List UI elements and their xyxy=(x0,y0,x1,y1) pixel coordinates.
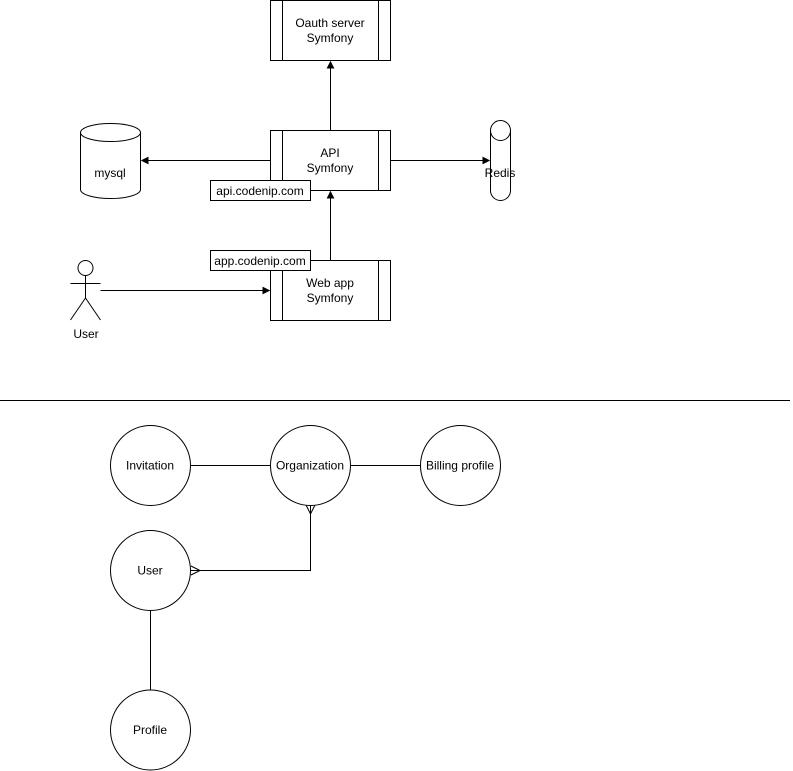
user-entity[interactable]: User xyxy=(110,530,191,611)
oauth-server-node[interactable]: Oauth server Symfony xyxy=(270,0,391,61)
oauth-server-framework: Symfony xyxy=(307,31,354,45)
user-actor-icon[interactable] xyxy=(70,260,101,321)
mysql-label: mysql xyxy=(94,166,125,180)
webapp-framework: Symfony xyxy=(307,291,354,305)
api-node[interactable]: API Symfony xyxy=(270,130,391,191)
mysql-database-icon[interactable]: mysql xyxy=(80,123,141,199)
webapp-domain-label: app.codenip.com xyxy=(210,250,311,271)
api-title: API xyxy=(320,146,339,160)
billing-profile-entity[interactable]: Billing profile xyxy=(420,425,501,506)
profile-entity[interactable]: Profile xyxy=(110,689,191,771)
organization-many-marker xyxy=(305,504,316,515)
api-framework: Symfony xyxy=(307,161,354,175)
oauth-server-title: Oauth server xyxy=(295,16,364,30)
webapp-title: Web app xyxy=(306,276,354,290)
organization-label: Organization xyxy=(276,459,344,473)
organization-entity[interactable]: Organization xyxy=(270,425,351,506)
webapp-domain-text: app.codenip.com xyxy=(214,254,305,268)
user-many-marker xyxy=(190,565,201,576)
redis-store-icon[interactable]: Redis xyxy=(485,120,516,201)
profile-label: Profile xyxy=(133,723,167,737)
api-domain-text: api.codenip.com xyxy=(216,184,303,198)
user-actor-label: User xyxy=(73,327,98,341)
invitation-entity[interactable]: Invitation xyxy=(110,425,191,506)
redis-label: Redis xyxy=(485,166,516,180)
user-organization-link xyxy=(190,504,311,571)
billing-profile-label: Billing profile xyxy=(426,459,494,473)
api-domain-label: api.codenip.com xyxy=(210,180,311,201)
invitation-label: Invitation xyxy=(126,459,174,473)
user-entity-label: User xyxy=(137,564,162,578)
